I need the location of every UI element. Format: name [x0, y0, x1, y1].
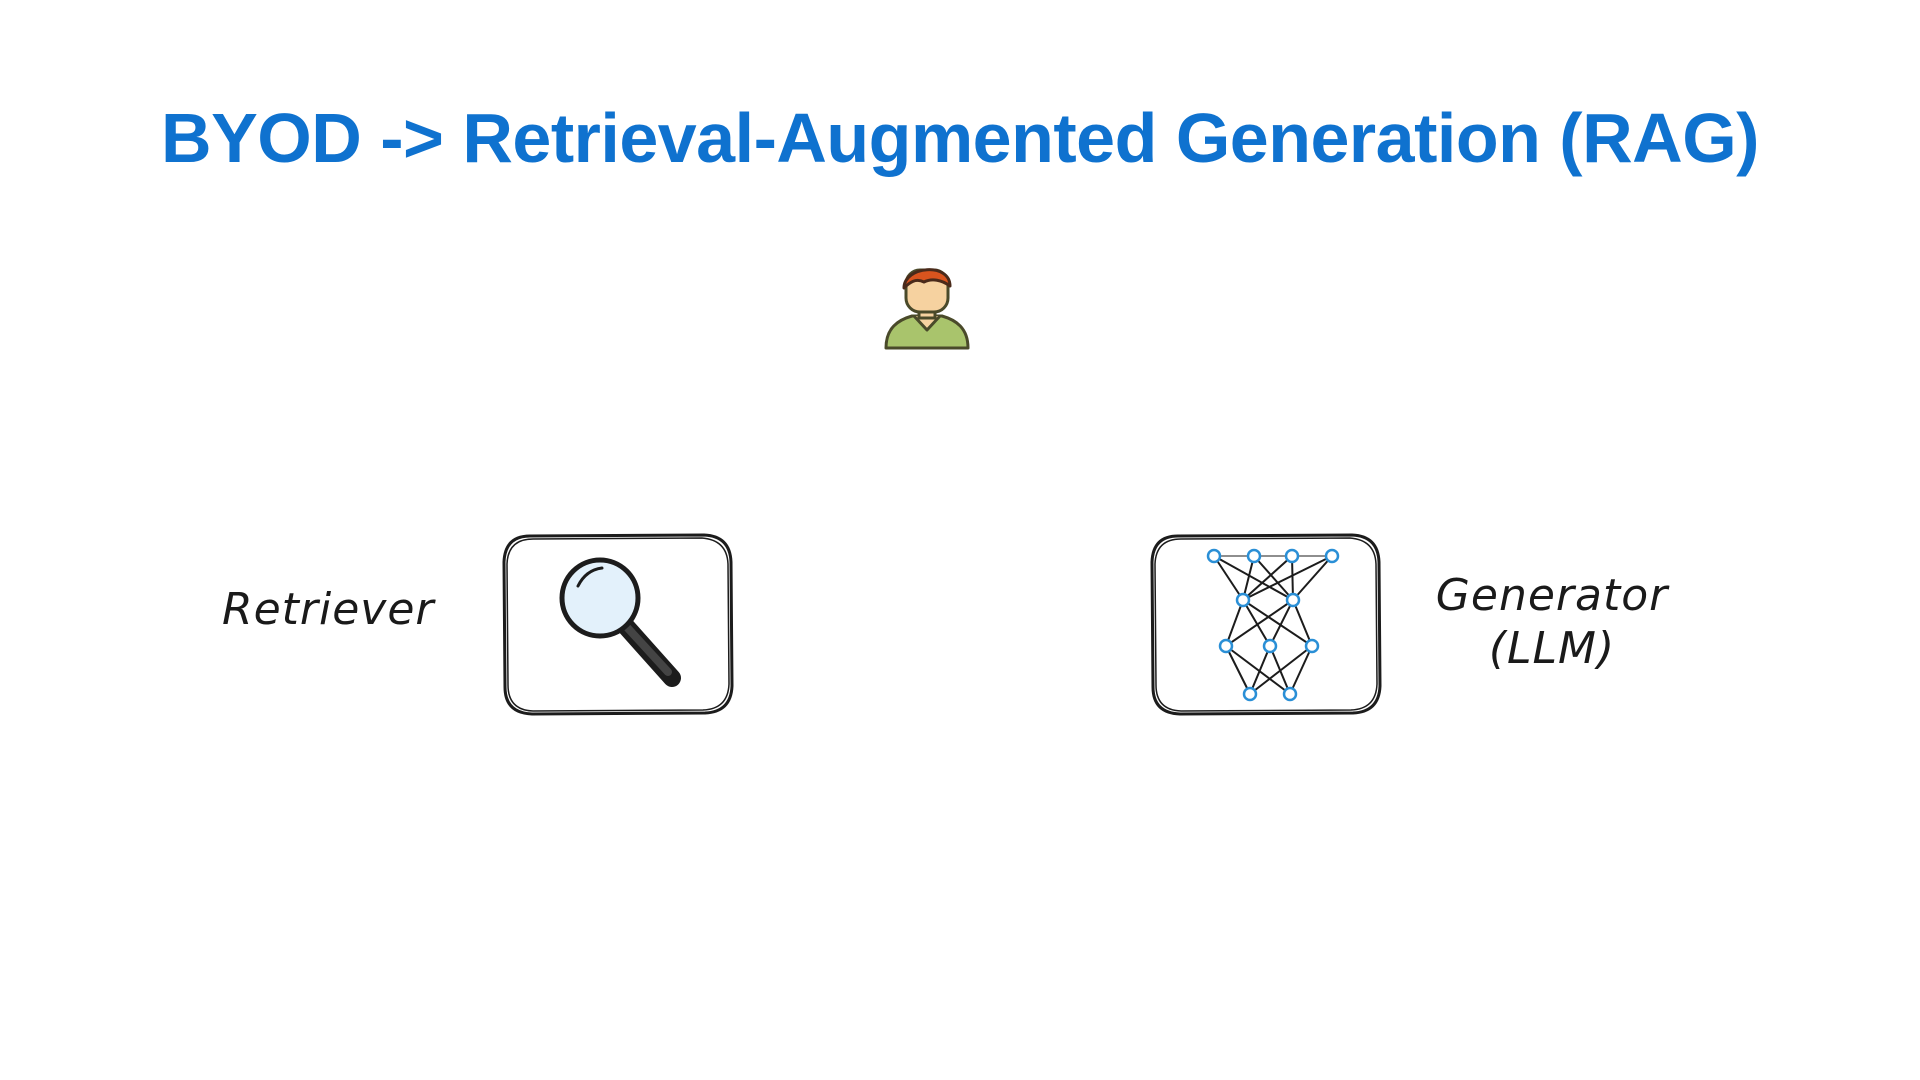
- generator-label-line2: (LLM): [1488, 622, 1616, 674]
- network-node: [1218, 638, 1234, 654]
- network-node: [1206, 548, 1222, 564]
- network-node: [1285, 592, 1301, 608]
- network-node: [1282, 686, 1298, 702]
- network-node: [1235, 592, 1251, 608]
- generator-label-line1: Generator: [1435, 570, 1669, 621]
- network-node: [1246, 548, 1262, 564]
- magnifying-glass-icon: [559, 557, 681, 687]
- network-node: [1284, 548, 1300, 564]
- network-node: [1242, 686, 1258, 702]
- slide-title: BYOD -> Retrieval-Augmented Generation (…: [161, 99, 1759, 177]
- generator-card: [1148, 530, 1384, 718]
- neural-network-icon: [1213, 555, 1333, 695]
- retriever-label: Retriever: [222, 584, 435, 635]
- retriever-card: [500, 530, 736, 718]
- generator-label: Generator (LLM): [1422, 570, 1682, 676]
- network-node: [1262, 638, 1278, 654]
- network-node: [1324, 548, 1340, 564]
- network-node: [1304, 638, 1320, 654]
- user-icon: [880, 258, 974, 352]
